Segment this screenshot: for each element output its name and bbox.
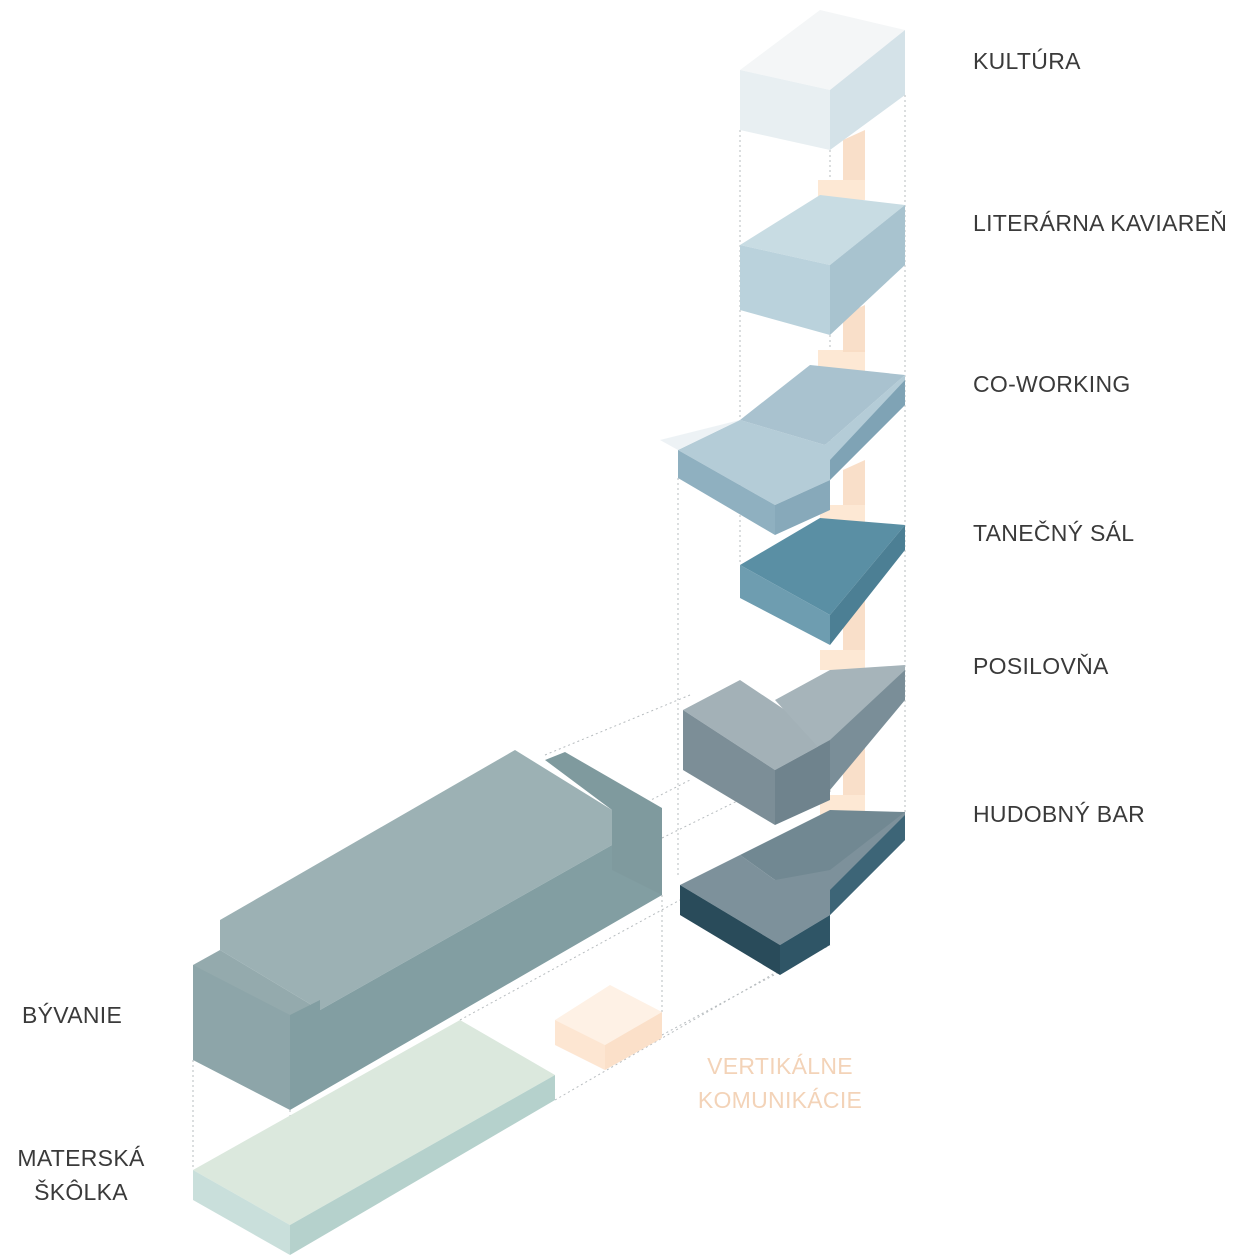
label-byvanie: BÝVANIE (22, 1002, 123, 1028)
block-hudobny-bar (680, 810, 905, 975)
block-tanecny-sal (740, 518, 905, 645)
label-tanecny-sal: TANEČNÝ SÁL (973, 520, 1135, 546)
label-hudobny-bar: HUDOBNÝ BAR (973, 801, 1145, 827)
label-vertikalne-line2: KOMUNIKÁCIE (697, 1087, 863, 1113)
label-literarna-kaviaren: LITERÁRNA KAVIAREŇ (973, 210, 1228, 236)
label-kultura: KULTÚRA (973, 48, 1081, 74)
block-posilovna (683, 665, 905, 825)
label-posilovna: POSILOVŇA (973, 653, 1109, 679)
label-materska-line2: ŠKÔLKA (34, 1179, 128, 1205)
block-kultura (740, 10, 905, 150)
label-co-working: CO-WORKING (973, 371, 1131, 397)
label-materska-skolka: MATERSKÁ ŠKÔLKA (10, 1141, 152, 1209)
label-materska-line1: MATERSKÁ (17, 1145, 145, 1171)
block-literarna-kaviaren (740, 195, 905, 335)
block-byvanie (193, 750, 662, 1110)
block-co-working (660, 365, 905, 535)
label-vertikalne-komunikacie: VERTIKÁLNE KOMUNIKÁCIE (690, 1049, 870, 1117)
label-vertikalne-line1: VERTIKÁLNE (707, 1053, 853, 1079)
block-materska-skolka (193, 1020, 555, 1255)
